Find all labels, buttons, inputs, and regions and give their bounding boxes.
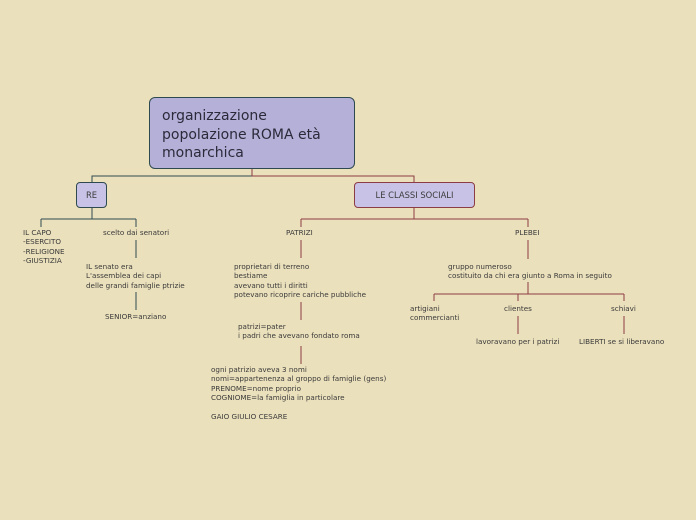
root-topic[interactable]: organizzazione popolazione ROMA età mona… [149,97,355,169]
clientes-node[interactable]: clientes [504,304,532,313]
connector-classi-children [300,208,529,227]
connector-re-children [40,208,137,227]
connector-plebei-subgroups [433,282,625,301]
schiavi-node[interactable]: schiavi [611,304,636,313]
root-line: organizzazione [162,108,267,124]
pater-node[interactable]: patrizi=pater i padri che avevano fondat… [238,322,360,341]
scelto-senatori-node[interactable]: scelto dai senatori [103,228,170,237]
connector-root-classi [251,169,415,182]
re-topic[interactable]: RE [76,182,107,208]
nomi-node[interactable]: ogni patrizio aveva 3 nomi nomi=apparten… [211,365,387,422]
plebei-node[interactable]: PLEBEI [515,228,540,237]
connector-root-re [91,169,253,182]
senior-node[interactable]: SENIOR=anziano [105,312,167,321]
root-line: popolazione ROMA età [162,126,321,143]
classi-sociali-topic[interactable]: LE CLASSI SOCIALI [354,182,475,208]
clientes-desc-node[interactable]: lavoravano per i patrizi [476,337,560,346]
patrizi-node[interactable]: PATRIZI [286,228,313,237]
senato-node[interactable]: IL senato era L'assemblea dei capi delle… [86,262,185,290]
root-line: monarchica [162,145,244,161]
patrizi-info-node[interactable]: proprietari di terreno bestiame avevano … [234,262,367,300]
schiavi-desc-node[interactable]: LIBERTI se si liberavano [579,337,665,346]
plebei-info-node[interactable]: gruppo numeroso costituito da chi era gi… [448,262,612,281]
capo-node[interactable]: IL CAPO -ESERCITO -RELIGIONE -GIUSTIZIA [23,228,65,266]
artigiani-node[interactable]: artigiani commercianti [410,304,460,323]
